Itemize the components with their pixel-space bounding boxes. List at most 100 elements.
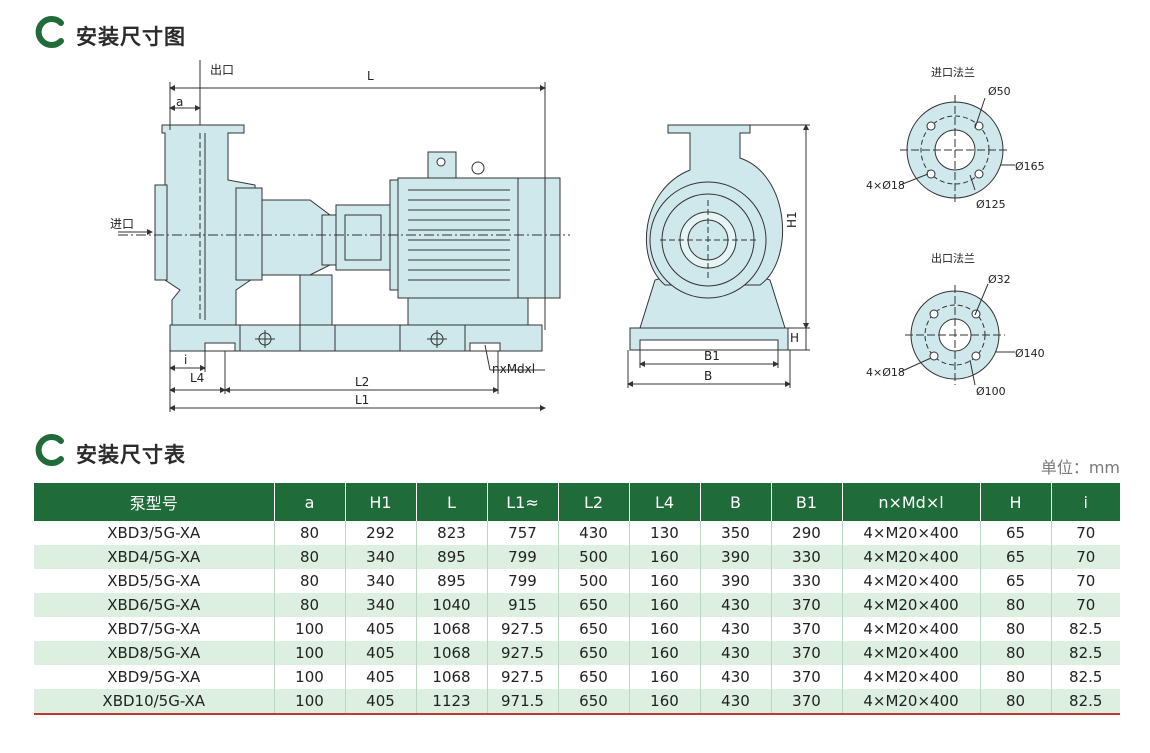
svg-text:B1: B1: [704, 349, 720, 363]
table-cell: 370: [771, 617, 843, 641]
table-cell: 160: [629, 569, 701, 593]
table-cell: 927.5: [487, 617, 559, 641]
section-heading-table: 安装尺寸表: [34, 430, 186, 470]
table-cell: 340: [345, 545, 417, 569]
column-header: L4: [629, 483, 701, 521]
section-title-drawing: 安装尺寸图: [76, 25, 186, 49]
table-cell: 405: [345, 665, 417, 689]
table-cell: 915: [487, 593, 559, 617]
table-cell: 1123: [416, 689, 488, 715]
column-header: i: [1051, 483, 1120, 521]
table-cell: 160: [629, 545, 701, 569]
front-view-labels: H1 H B1 B: [704, 211, 799, 383]
table-cell: 82.5: [1051, 689, 1120, 715]
pump-front-view: [629, 124, 789, 351]
table-cell: 70: [1076, 524, 1096, 542]
svg-text:L: L: [367, 69, 374, 83]
svg-text:Ø165: Ø165: [1015, 160, 1045, 173]
table-cell: 799: [487, 569, 559, 593]
table-cell: 971.5: [487, 689, 559, 715]
table-cell: 80: [980, 689, 1052, 715]
table-cell: 160: [629, 641, 701, 665]
table-cell: 80: [274, 569, 346, 593]
table-cell: XBD4/5G-XA: [34, 545, 275, 569]
svg-text:4×Ø18: 4×Ø18: [866, 366, 905, 379]
table-cell: 430: [700, 617, 772, 641]
svg-text:出口: 出口: [210, 63, 234, 77]
outlet-flange-view: [899, 283, 1015, 386]
table-cell: XBD7/5G-XA: [34, 617, 275, 641]
table-cell: 430: [700, 665, 772, 689]
table-cell: 895: [416, 545, 488, 569]
c-logo-icon: [35, 434, 64, 466]
table-cell: 80: [980, 593, 1052, 617]
column-header: L1≈: [487, 483, 559, 521]
table-cell: 4×M20×400: [842, 593, 981, 617]
table-cell: 4×M20×400: [842, 545, 981, 569]
table-cell: 100: [274, 617, 346, 641]
svg-text:进口: 进口: [110, 217, 134, 231]
table-cell: 405: [345, 641, 417, 665]
unit-label: 单位：mm: [1040, 458, 1120, 477]
table-cell: 757: [487, 521, 559, 545]
table-cell: 1068: [416, 617, 488, 641]
table-cell: 927.5: [487, 641, 559, 665]
table-cell: 370: [771, 593, 843, 617]
table-cell: 160: [629, 593, 701, 617]
table-cell: 430: [700, 593, 772, 617]
column-header: a: [274, 483, 346, 521]
table-cell: 70: [1051, 545, 1120, 569]
svg-text:a: a: [176, 95, 183, 109]
table-cell: 370: [771, 641, 843, 665]
table-cell: XBD10/5G-XA: [34, 689, 275, 715]
table-cell: 80: [274, 545, 346, 569]
table-cell: XBD8/5G-XA: [34, 641, 275, 665]
pump-side-view: [118, 124, 570, 352]
table-cell: 405: [345, 617, 417, 641]
table-cell: 330: [771, 545, 843, 569]
column-header: n×Md×l: [842, 483, 981, 521]
column-header: 泵型号: [34, 483, 275, 521]
svg-text:L1: L1: [355, 393, 369, 407]
table-cell: 82.5: [1069, 620, 1103, 638]
table-cell: 390: [700, 545, 772, 569]
inlet-flange-labels: 进口法兰 Ø50 Ø165 Ø125 4×Ø18: [866, 65, 1045, 211]
table-cell: 340: [345, 593, 417, 617]
table-cell: 823: [416, 521, 488, 545]
table-cell: 80: [980, 617, 1052, 641]
table-cell: 500: [558, 569, 630, 593]
table-cell: 65: [980, 545, 1052, 569]
table-cell: 370: [771, 665, 843, 689]
installation-drawing: 出口 进口 a L L4 L2 L1 i nxMdxl H1 H: [110, 60, 1045, 412]
table-cell: 4×M20×400: [842, 689, 981, 715]
svg-text:Ø32: Ø32: [988, 273, 1011, 286]
table-cell: 799: [487, 545, 559, 569]
table-cell: 650: [558, 617, 630, 641]
table-cell: 80: [274, 593, 346, 617]
table-cell: 330: [771, 569, 843, 593]
table-cell: 4×M20×400: [842, 617, 981, 641]
table-cell: 292: [345, 521, 417, 545]
svg-text:L4: L4: [190, 371, 204, 385]
table-cell: 350: [700, 521, 772, 545]
column-header: H: [980, 483, 1052, 521]
section-title-table: 安装尺寸表: [76, 443, 186, 467]
table-cell: 100: [274, 641, 346, 665]
table-cell: 895: [416, 569, 488, 593]
svg-text:Ø100: Ø100: [976, 385, 1006, 398]
table-cell: 100: [274, 665, 346, 689]
table-cell: 430: [700, 689, 772, 715]
table-cell: 80: [980, 641, 1052, 665]
table-cell: 80: [980, 665, 1052, 689]
table-cell: 160: [629, 617, 701, 641]
c-logo-icon: [35, 16, 64, 48]
svg-text:L2: L2: [355, 375, 369, 389]
table-cell: XBD9/5G-XA: [34, 665, 275, 689]
table-cell: 70: [1051, 593, 1120, 617]
side-view-labels: 出口 进口 a L L4 L2 L1 i nxMdxl: [110, 63, 535, 407]
section-heading-drawing: 安装尺寸图: [34, 12, 186, 52]
